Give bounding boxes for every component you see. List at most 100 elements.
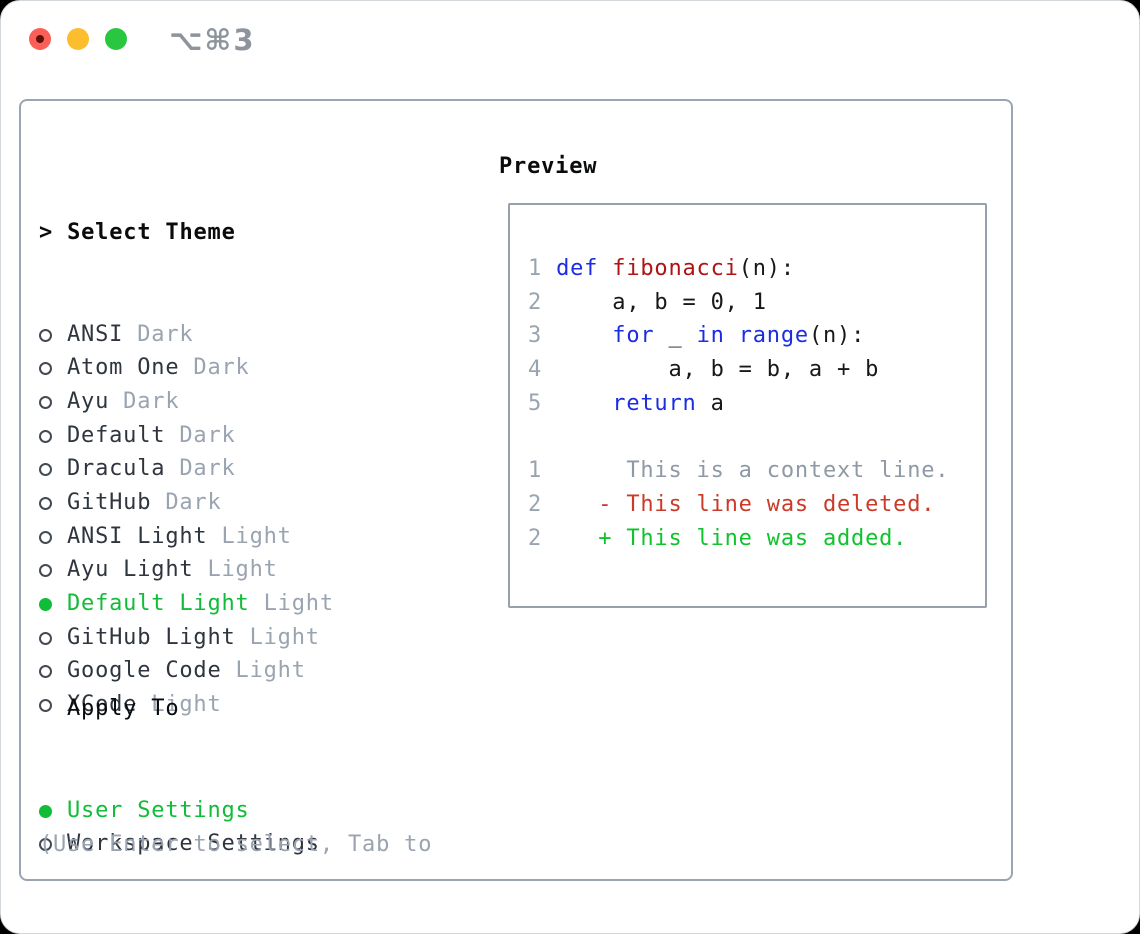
radio-icon [39,838,52,852]
zoom-button[interactable] [105,28,127,50]
option-label: Dracula [67,456,166,482]
code-token [725,323,739,348]
option-label: Google Code [67,658,222,684]
code-token: fibonacci [612,256,739,281]
help-line: change focus) [39,930,432,934]
code-token: (n): [808,323,866,349]
line-number: 3 [528,323,543,349]
code-token [598,256,612,281]
item-option-dracula[interactable]: Dracula Dark [39,452,334,486]
item-option-github[interactable]: GitHub Dark [39,486,334,520]
code-token [556,323,612,348]
item-option-default-light[interactable]: Default Light Light [39,587,334,621]
radio-icon [39,362,52,376]
theme-variant-tag: Dark [179,355,250,381]
line-number: 1 [528,256,543,281]
theme-variant-tag: Dark [151,489,222,515]
minimize-button[interactable] [67,28,89,50]
code-token: return [612,390,697,416]
code-token: for [612,323,655,349]
code-token: a [696,390,725,416]
theme-list-header: > Select Theme [39,216,334,250]
theme-variant-tag: Light [207,523,292,549]
theme-variant-tag: Dark [165,422,236,448]
radio-icon [39,395,52,409]
close-dot-icon [36,35,44,43]
theme-variant-tag: Dark [165,456,236,482]
theme-list-title: Select Theme [67,220,236,246]
opt-option-workspace-settings[interactable]: Workspace Settings [39,827,320,861]
radio-selected-icon [39,598,52,611]
radio-icon [39,564,52,578]
option-label: ANSI [67,321,124,347]
help-text: (Use Enter to select, Tab to change focu… [39,761,433,934]
diff-text: This is a context line. [542,458,950,484]
option-label: GitHub Light [67,624,236,650]
option-label: XCode [67,692,138,718]
option-label: GitHub [67,489,152,515]
item-option-ansi[interactable]: ANSI Dark [39,318,334,352]
option-label: ANSI Light [67,523,208,549]
radio-icon [39,665,52,679]
line-number: 2 [528,491,543,517]
radio-icon [39,328,52,342]
item-option-ansi-light[interactable]: ANSI Light Light [39,520,334,554]
line-number: 1 [528,458,543,484]
radio-icon [39,631,52,645]
item-option-ayu-light[interactable]: Ayu Light Light [39,553,334,587]
radio-selected-icon [39,804,52,818]
preview-title: Preview [499,154,598,179]
code-line: 4 a, b = b, a + b [528,353,985,387]
help-line: (Use Enter to select, Tab to [39,832,433,858]
radio-icon [39,699,52,713]
option-label: Ayu Light [67,557,194,583]
code-token: a, b = 0, 1 [556,289,767,315]
item-option-default[interactable]: Default Dark [39,419,334,453]
theme-variant-tag: Light [249,591,334,616]
code-token [556,391,612,416]
diff-line-deleted: 2 - This line was deleted. [528,488,985,522]
option-label: Workspace Settings [67,831,320,857]
focus-chevron-icon: > [39,220,54,246]
diff-line-added: 2 + This line was added. [528,522,985,556]
item-option-xcode[interactable]: XCode Light [39,688,334,722]
item-option-github-light[interactable]: GitHub Light Light [39,621,334,655]
code-token: a, b = b, a + b [556,357,880,383]
item-option-ayu[interactable]: Ayu Dark [39,385,334,419]
code-token: (n): [738,256,795,281]
theme-variant-tag: Light [235,624,320,650]
option-label: Ayu [67,388,110,414]
radio-icon [39,530,52,544]
radio-icon [39,463,52,477]
diff-text: + This line was added. [542,525,908,551]
theme-variant-tag: Light [193,557,278,583]
radio-icon [39,429,52,443]
code-token: in [696,323,725,349]
line-number: 4 [528,357,543,383]
option-label: Default Light [67,591,250,616]
theme-variant-tag: Light [221,658,306,684]
diff-text: - This line was deleted. [542,491,936,517]
code-line: 3 for _ in range(n): [528,319,985,353]
code-line: 2 a, b = 0, 1 [528,286,985,320]
code-line: 5 return a [528,387,985,421]
window-title: ⌥⌘3 [169,23,256,57]
code-token: range [738,323,809,349]
option-label: Default [67,422,166,448]
option-label: Atom One [67,355,180,381]
code-line: 1 def fibonacci(n): [528,252,985,286]
radio-icon [39,496,52,510]
option-label: User Settings [67,797,250,823]
title-bar: ⌥⌘3 [1,1,1139,77]
close-button[interactable] [29,28,51,50]
apply-to-header: Apply To [67,696,180,722]
line-number: 2 [528,525,543,551]
item-option-atom-one[interactable]: Atom One Dark [39,351,334,385]
item-option-google-code[interactable]: Google Code Light [39,654,334,688]
opt-option-user-settings[interactable]: User Settings [39,794,320,828]
blank-line [528,420,985,454]
